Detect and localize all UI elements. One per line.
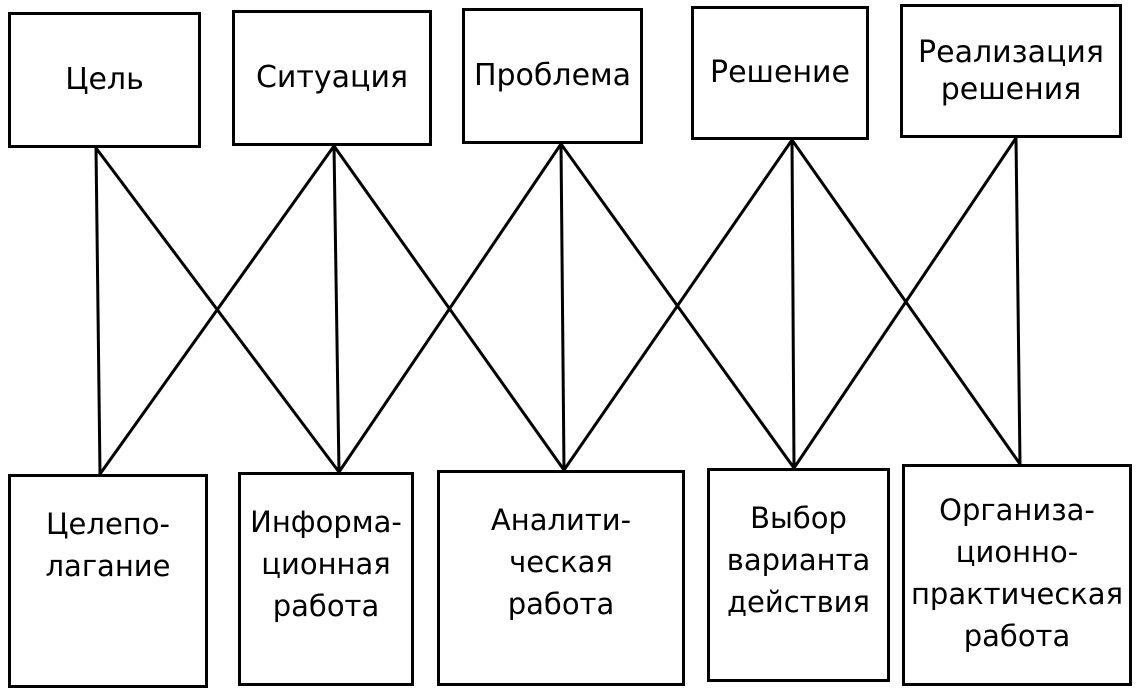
connector-solution-to-option-choice: [790, 138, 796, 470]
box-option-choice-label: Выбор варианта действия: [726, 501, 871, 620]
box-situation-label: Ситуация: [255, 60, 409, 96]
box-option-choice: Выбор варианта действия: [707, 468, 890, 682]
box-implementation-label: Реализация решения: [918, 34, 1104, 108]
box-goal-setting: Целепо- лагание: [8, 474, 208, 688]
connector-goal-to-goal-setting: [94, 146, 102, 476]
box-organizational-work: Организа- ционно- практическая работа: [902, 464, 1132, 686]
connector-solution-to-analytical-work: [562, 138, 794, 472]
connector-implementation-to-option-choice: [792, 136, 1018, 470]
box-analytical-work: Аналити- ческая работа: [437, 470, 685, 686]
connector-situation-to-goal-setting: [98, 144, 336, 476]
box-goal: Цель: [8, 12, 201, 148]
box-goal-setting-label: Целепо- лагание: [45, 507, 171, 584]
connector-situation-to-information-work: [332, 144, 341, 474]
box-organizational-work-label: Организа- ционно- практическая работа: [910, 493, 1124, 654]
connector-problem-to-analytical-work: [559, 142, 566, 472]
box-solution: Решение: [691, 6, 869, 140]
box-implementation: Реализация решения: [900, 4, 1122, 138]
box-solution-label: Решение: [709, 55, 851, 91]
box-problem: Проблема: [462, 8, 643, 144]
box-goal-label: Цель: [65, 62, 144, 98]
box-analytical-work-label: Аналити- ческая работа: [490, 503, 632, 622]
connector-implementation-to-organizational-work: [1014, 136, 1022, 466]
connector-problem-to-information-work: [337, 142, 563, 474]
box-information-work-label: Информа- ционная работа: [250, 505, 402, 624]
box-problem-label: Проблема: [473, 58, 632, 94]
box-information-work: Информа- ционная работа: [238, 472, 414, 686]
box-situation: Ситуация: [232, 10, 432, 146]
